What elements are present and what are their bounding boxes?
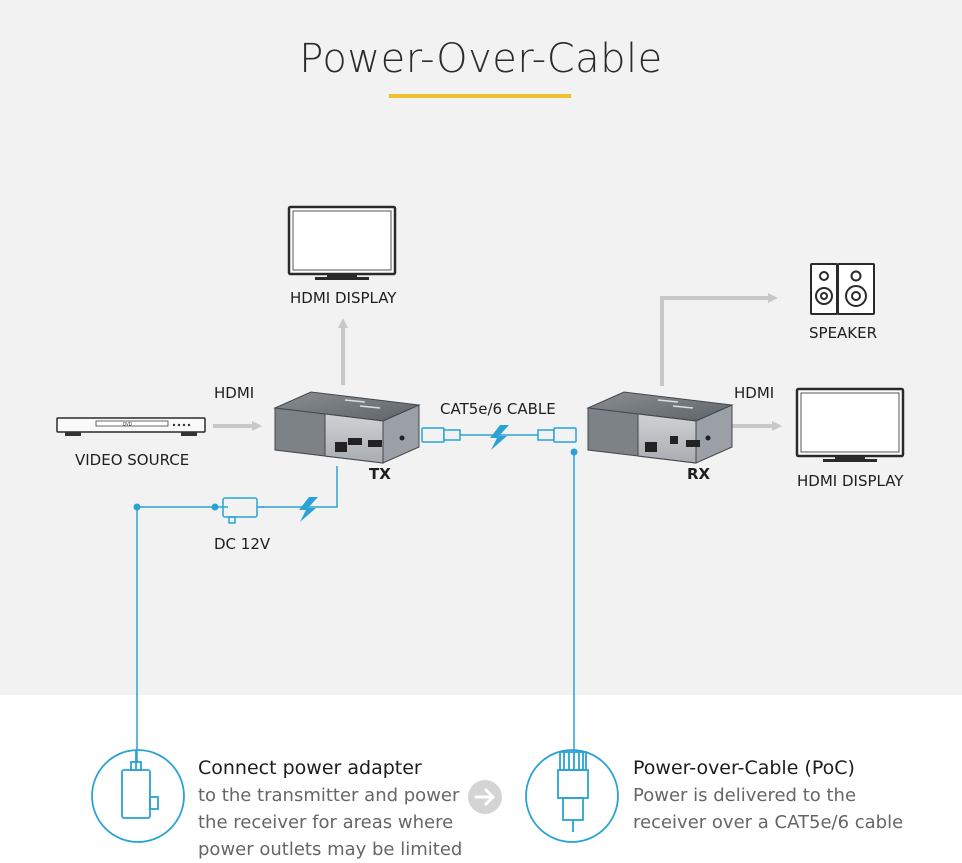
connector-dot-left	[133, 503, 141, 511]
feature-power-adapter-desc: to the transmitter and power the receive…	[198, 782, 462, 863]
feature-power-adapter-line: the receiver for areas where	[198, 812, 454, 833]
hdmi-display-icon-right	[795, 387, 905, 462]
rx-device-icon	[586, 391, 734, 464]
power-lines	[136, 452, 575, 763]
title-underline	[389, 94, 571, 98]
tx-device-icon	[273, 391, 421, 464]
label-speaker: SPEAKER	[809, 324, 878, 342]
feature-poc-line: receiver over a CAT5e/6 cable	[633, 812, 904, 833]
video-source-icon: DVD	[56, 417, 206, 436]
hdmi-display-icon-top	[287, 205, 397, 280]
feature-poc-desc: Power is delivered to the receiver over …	[633, 782, 903, 836]
signal-arrows	[213, 293, 782, 431]
label-hdmi-left: HDMI	[214, 384, 255, 402]
label-dc-12v: DC 12V	[214, 535, 271, 553]
next-arrow-icon	[468, 780, 502, 814]
label-rx: RX	[687, 465, 711, 483]
power-adapter-feature-icon	[91, 749, 185, 843]
diagram-background	[0, 0, 962, 695]
feature-power-adapter-line: power outlets may be limited	[198, 839, 463, 860]
feature-poc-line: Power is delivered to the	[633, 785, 857, 806]
dc-adapter-icon	[222, 497, 264, 524]
label-tx: TX	[369, 465, 391, 483]
label-video-source: VIDEO SOURCE	[75, 451, 190, 469]
label-hdmi-display-top: HDMI DISPLAY	[290, 289, 397, 307]
page-title: Power-Over-Cable	[299, 36, 663, 82]
adapter-to-tx-line	[262, 466, 338, 508]
arrow-rx-to-speaker	[660, 293, 778, 386]
feature-poc-title: Power-over-Cable (PoC)	[633, 757, 855, 779]
label-hdmi-right: HDMI	[734, 384, 775, 402]
lightning-bolt-icon	[299, 425, 509, 522]
feature-power-adapter-title: Connect power adapter	[198, 757, 422, 779]
cat-cable-icon	[421, 427, 577, 443]
dvd-label: DVD	[123, 422, 132, 427]
label-hdmi-display-right: HDMI DISPLAY	[797, 472, 904, 490]
connector-dot-adapter	[211, 503, 219, 511]
feature-power-adapter-line: to the transmitter and power	[198, 785, 460, 806]
speaker-icon	[810, 263, 875, 315]
poc-feature-icon	[525, 749, 619, 843]
connector-dot-cable	[570, 448, 578, 456]
label-cable: CAT5e/6 CABLE	[440, 400, 556, 418]
